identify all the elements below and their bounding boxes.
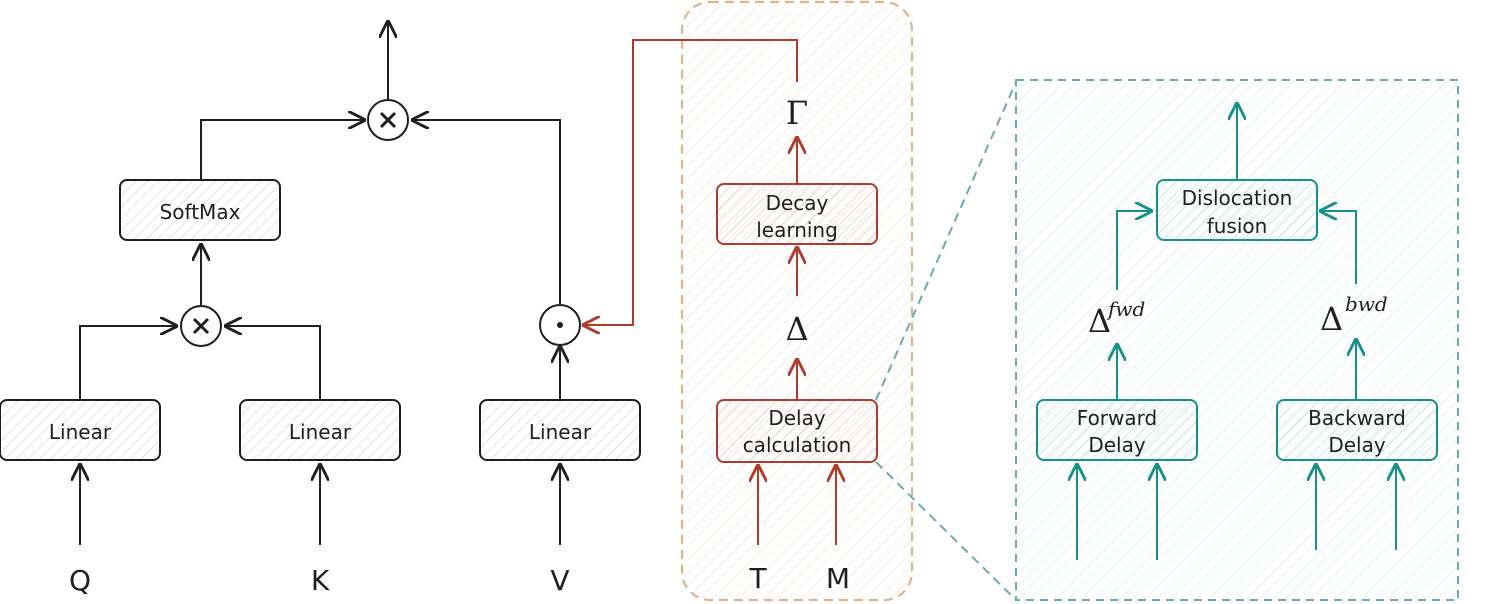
arrow-linear-k-to-mult: [226, 326, 321, 400]
delay-calculation-line1: Delay: [768, 406, 826, 430]
linear-k-label: Linear: [289, 420, 352, 444]
arrow-hadamard-to-top-mult: [413, 120, 561, 305]
gamma-label: Γ: [786, 94, 808, 132]
dislocation-fusion-line1: Dislocation: [1182, 186, 1293, 210]
linear-v-box: Linear: [479, 399, 641, 461]
times-icon: [379, 111, 397, 129]
backward-delay-line2: Delay: [1328, 433, 1386, 457]
input-q-label: Q: [69, 564, 91, 597]
arrow-softmax-to-top-mult: [200, 120, 364, 180]
softmax-label: SoftMax: [160, 200, 241, 224]
decay-learning-line2: learning: [756, 218, 838, 242]
multiply-node-lower: [180, 305, 222, 347]
softmax-box: SoftMax: [119, 179, 281, 241]
arrow-delta-bwd-to-fusion: [1321, 211, 1357, 284]
decay-learning-line1: Decay: [766, 191, 829, 215]
linear-q-box: Linear: [0, 399, 161, 461]
forward-delay-line2: Delay: [1088, 433, 1146, 457]
multiply-node-top: [367, 99, 409, 141]
zoom-line-bottom: [875, 461, 1017, 601]
input-v-label: V: [550, 564, 569, 597]
backward-delay-line1: Backward: [1308, 406, 1406, 430]
linear-v-label: Linear: [529, 420, 592, 444]
forward-delay-box: Forward Delay: [1036, 399, 1198, 461]
dislocation-fusion-line2: fusion: [1207, 214, 1268, 238]
delta-label: Δ: [785, 310, 808, 348]
backward-delay-box: Backward Delay: [1276, 399, 1438, 461]
times-icon: [192, 317, 210, 335]
arrow-gamma-to-hadamard: [584, 39, 798, 325]
input-t-label: T: [748, 562, 767, 595]
delay-calculation-line2: calculation: [743, 433, 852, 457]
delta-fwd-sup: fwd: [1106, 297, 1145, 321]
decay-module-container: [680, 0, 914, 602]
delta-fwd-base: Δ: [1088, 302, 1111, 340]
delta-bwd-sup: bwd: [1345, 292, 1388, 316]
delta-bwd-base: Δ: [1320, 300, 1343, 338]
input-m-label: M: [826, 562, 850, 595]
decay-learning-box: Decay learning: [716, 183, 878, 245]
delay-calculation-box: Delay calculation: [716, 399, 878, 463]
hadamard-node: [539, 304, 581, 346]
arrow-delta-fwd-to-fusion: [1116, 211, 1151, 290]
dislocation-fusion-box: Dislocation fusion: [1156, 179, 1318, 241]
forward-delay-line1: Forward: [1077, 406, 1157, 430]
arrow-linear-q-to-mult: [79, 326, 176, 400]
dot-icon: [557, 322, 563, 328]
zoom-line-top: [875, 81, 1017, 401]
linear-q-label: Linear: [49, 420, 112, 444]
input-k-label: K: [311, 564, 330, 597]
linear-k-box: Linear: [239, 399, 401, 461]
